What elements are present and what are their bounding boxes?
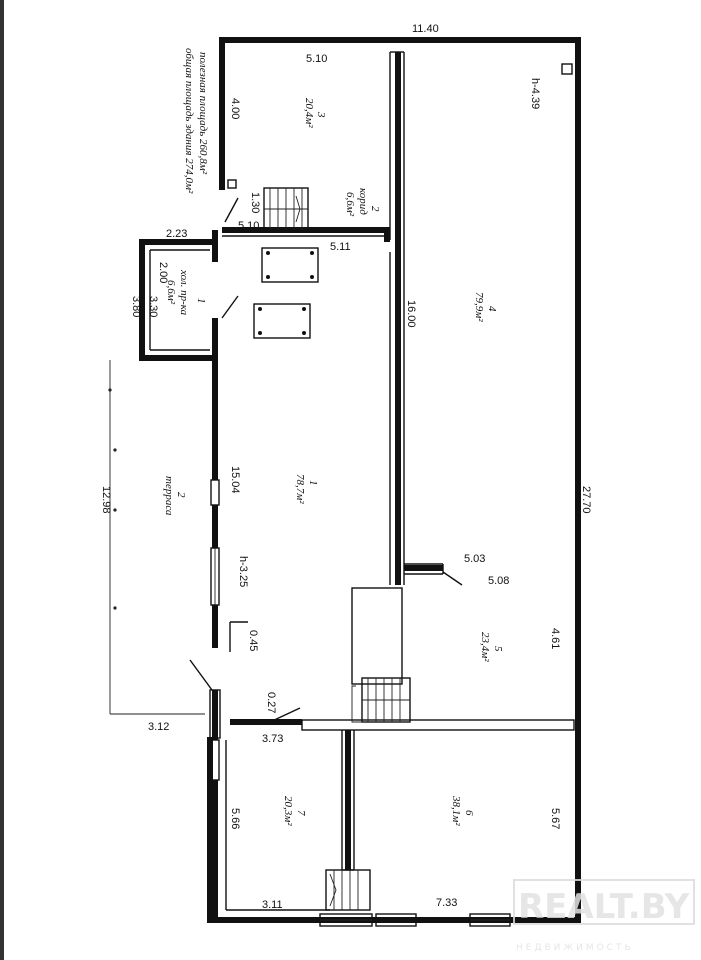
dim-room1-length: 15.04 [229,466,241,494]
dim-door-offset: 0.45 [247,630,259,651]
svg-text:6,6м²: 6,6м² [344,192,356,217]
dim-room5-top: 5.03 [464,553,485,565]
dim-corridor-width: 1.30 [249,192,261,213]
central-stair [351,587,411,723]
svg-text:корид: корид [357,188,369,215]
svg-text:полезная площадь 260,8м²: полезная площадь 260,8м² [197,52,209,175]
svg-text:23,4м²: 23,4м² [479,632,491,662]
svg-text:6,6м²: 6,6м² [165,280,177,305]
svg-text:1: 1 [195,298,207,304]
room-2-corridor-label: 2 корид 6,6м² [344,188,381,217]
room-5-label: 5 23,4м² [479,632,504,662]
dim-room7-width: 3.11 [262,899,283,911]
room-1-vestibule-label: 1 хол. пр-ка 6,6м² [165,269,207,316]
svg-text:78,7м²: 78,7м² [294,474,306,504]
dim-room4-inner-length: 16.00 [405,300,417,328]
svg-text:38,1м²: 38,1м² [450,795,462,826]
svg-text:20,3м²: 20,3м² [282,796,294,826]
terrace-outline [108,360,221,739]
dim-room6-width: 7.33 [436,897,457,909]
dim-room1-height: h-3.25 [237,556,249,587]
dim-vestibule-depth: 2.00 [157,262,169,283]
scan-edge [0,0,4,960]
svg-text:2: 2 [369,206,381,212]
room-4-label: 4 79,9м² [473,292,498,322]
dim-room3-width: 5.10 [306,53,327,65]
svg-text:3: 3 [315,111,327,118]
svg-text:79,9м²: 79,9м² [473,292,485,322]
svg-text:20,4м²: 20,4м² [303,98,315,128]
svg-text:общая площадь здания 274,0м²: общая площадь здания 274,0м² [183,48,195,194]
watermark-logo: REALT.BY НЕДВИЖИМОСТЬ [513,879,695,953]
dim-room4-height: h-4.39 [529,78,541,109]
svg-text:5: 5 [492,646,504,652]
svg-text:2: 2 [175,492,187,498]
dim-room5-depth: 4.61 [549,628,561,649]
room-6-label: 6 38,1м² [450,795,475,826]
dim-room5-top-lower: 5.08 [488,575,509,587]
dim-corridor-length: 5.11 [330,241,351,253]
dim-room7-depth: 5.66 [229,808,241,829]
terrace-label: 2 терраса [163,476,187,516]
dim-terrace-depth: 3.12 [148,721,169,733]
svg-text:1: 1 [307,480,319,486]
dim-total-length: 27.70 [580,486,592,514]
dim-room3-width-lower: 5.10 [238,220,259,232]
columns [253,247,319,339]
dim-terrace-length: 12.98 [100,486,112,514]
dim-room6-depth: 5.67 [549,808,561,829]
dim-vestibule-outer: 3.80 [130,296,142,317]
vestibule-walls [139,197,239,361]
dim-wall-offset: 0.27 [265,692,277,713]
wall-niche [561,63,573,75]
dim-lobby-width: 3.73 [262,733,283,745]
dim-top-width: 11.40 [412,23,439,35]
room-7-label: 7 20,3м² [282,796,307,826]
corridor-stair [263,187,309,231]
svg-text:4: 4 [486,306,498,312]
svg-text:НЕДВИЖИМОСТЬ: НЕДВИЖИМОСТЬ [516,943,634,953]
svg-text:терраса: терраса [163,476,175,516]
svg-text:REALT.BY: REALT.BY [518,887,690,927]
svg-text:хол. пр-ка: хол. пр-ка [178,269,190,316]
dim-vestibule-width: 2.23 [166,228,187,240]
room7-stair [325,869,371,911]
dim-vestibule-inner: 3.30 [147,296,159,317]
outer-walls [207,37,581,923]
west-windows [210,479,220,781]
interior-walls [222,51,575,911]
svg-text:6: 6 [463,810,475,816]
room-3-label: 3 20,4м² [303,98,327,128]
wall-niche [227,179,237,189]
dim-room3-depth: 4.00 [229,98,241,119]
room-1-hall-label: 1 78,7м² [294,474,319,504]
area-summary-note: полезная площадь 260,8м² общая площадь з… [183,48,209,194]
south-openings [319,913,511,927]
svg-text:7: 7 [295,810,307,816]
